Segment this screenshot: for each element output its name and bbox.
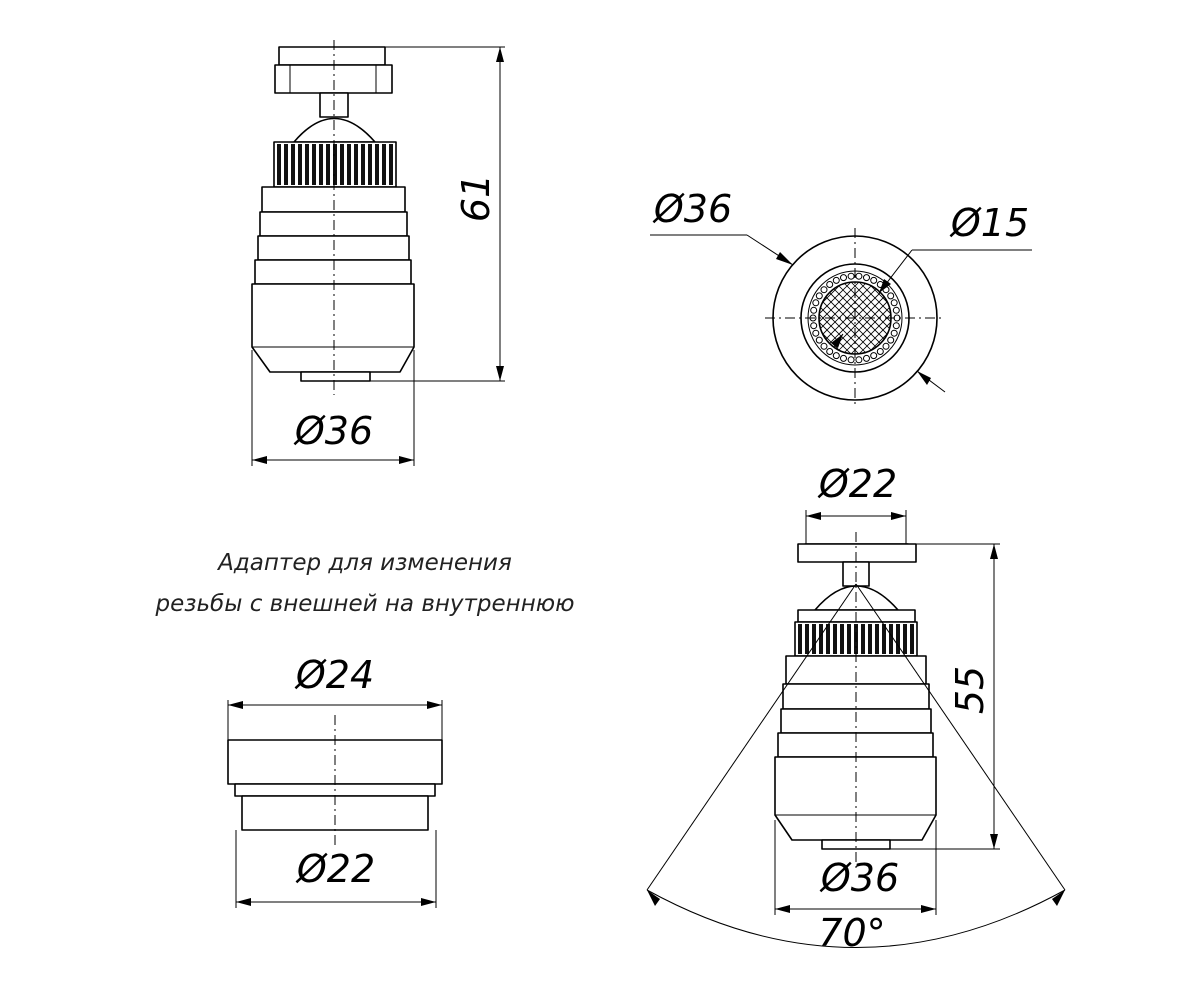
ribbed-ring xyxy=(277,144,393,185)
side-height-label: 55 xyxy=(948,666,992,714)
adapter-caption-line-1: Адаптер для изменения xyxy=(216,550,512,576)
end-outer-diameter-label: Ø36 xyxy=(652,187,732,231)
end-inner-diameter-label: Ø15 xyxy=(949,201,1029,245)
outlet-holes xyxy=(809,272,901,364)
swivel-angle-label: 70° xyxy=(818,911,885,955)
aerator-end-view: Ø36 Ø15 xyxy=(650,187,1032,408)
thread-adapter-view: Ø24 Ø22 xyxy=(227,653,443,908)
side-top-diameter-label: Ø22 xyxy=(817,462,897,506)
adapter-caption-line-2: резьбы с внешней на внутреннюю xyxy=(155,591,575,617)
height-dimension-label: 61 xyxy=(454,174,498,222)
aerator-swivel-view: 70° Ø22 55 Ø36 xyxy=(646,462,1066,955)
adapter-inner-diameter-label: Ø22 xyxy=(295,847,375,891)
aerator-side-view: 61 Ø36 xyxy=(251,40,505,466)
adapter-outer-diameter-label: Ø24 xyxy=(294,653,374,697)
side-bottom-diameter-label: Ø36 xyxy=(819,856,899,900)
ribbed-ring xyxy=(798,624,914,654)
top-diameter-label: Ø36 xyxy=(293,409,373,453)
